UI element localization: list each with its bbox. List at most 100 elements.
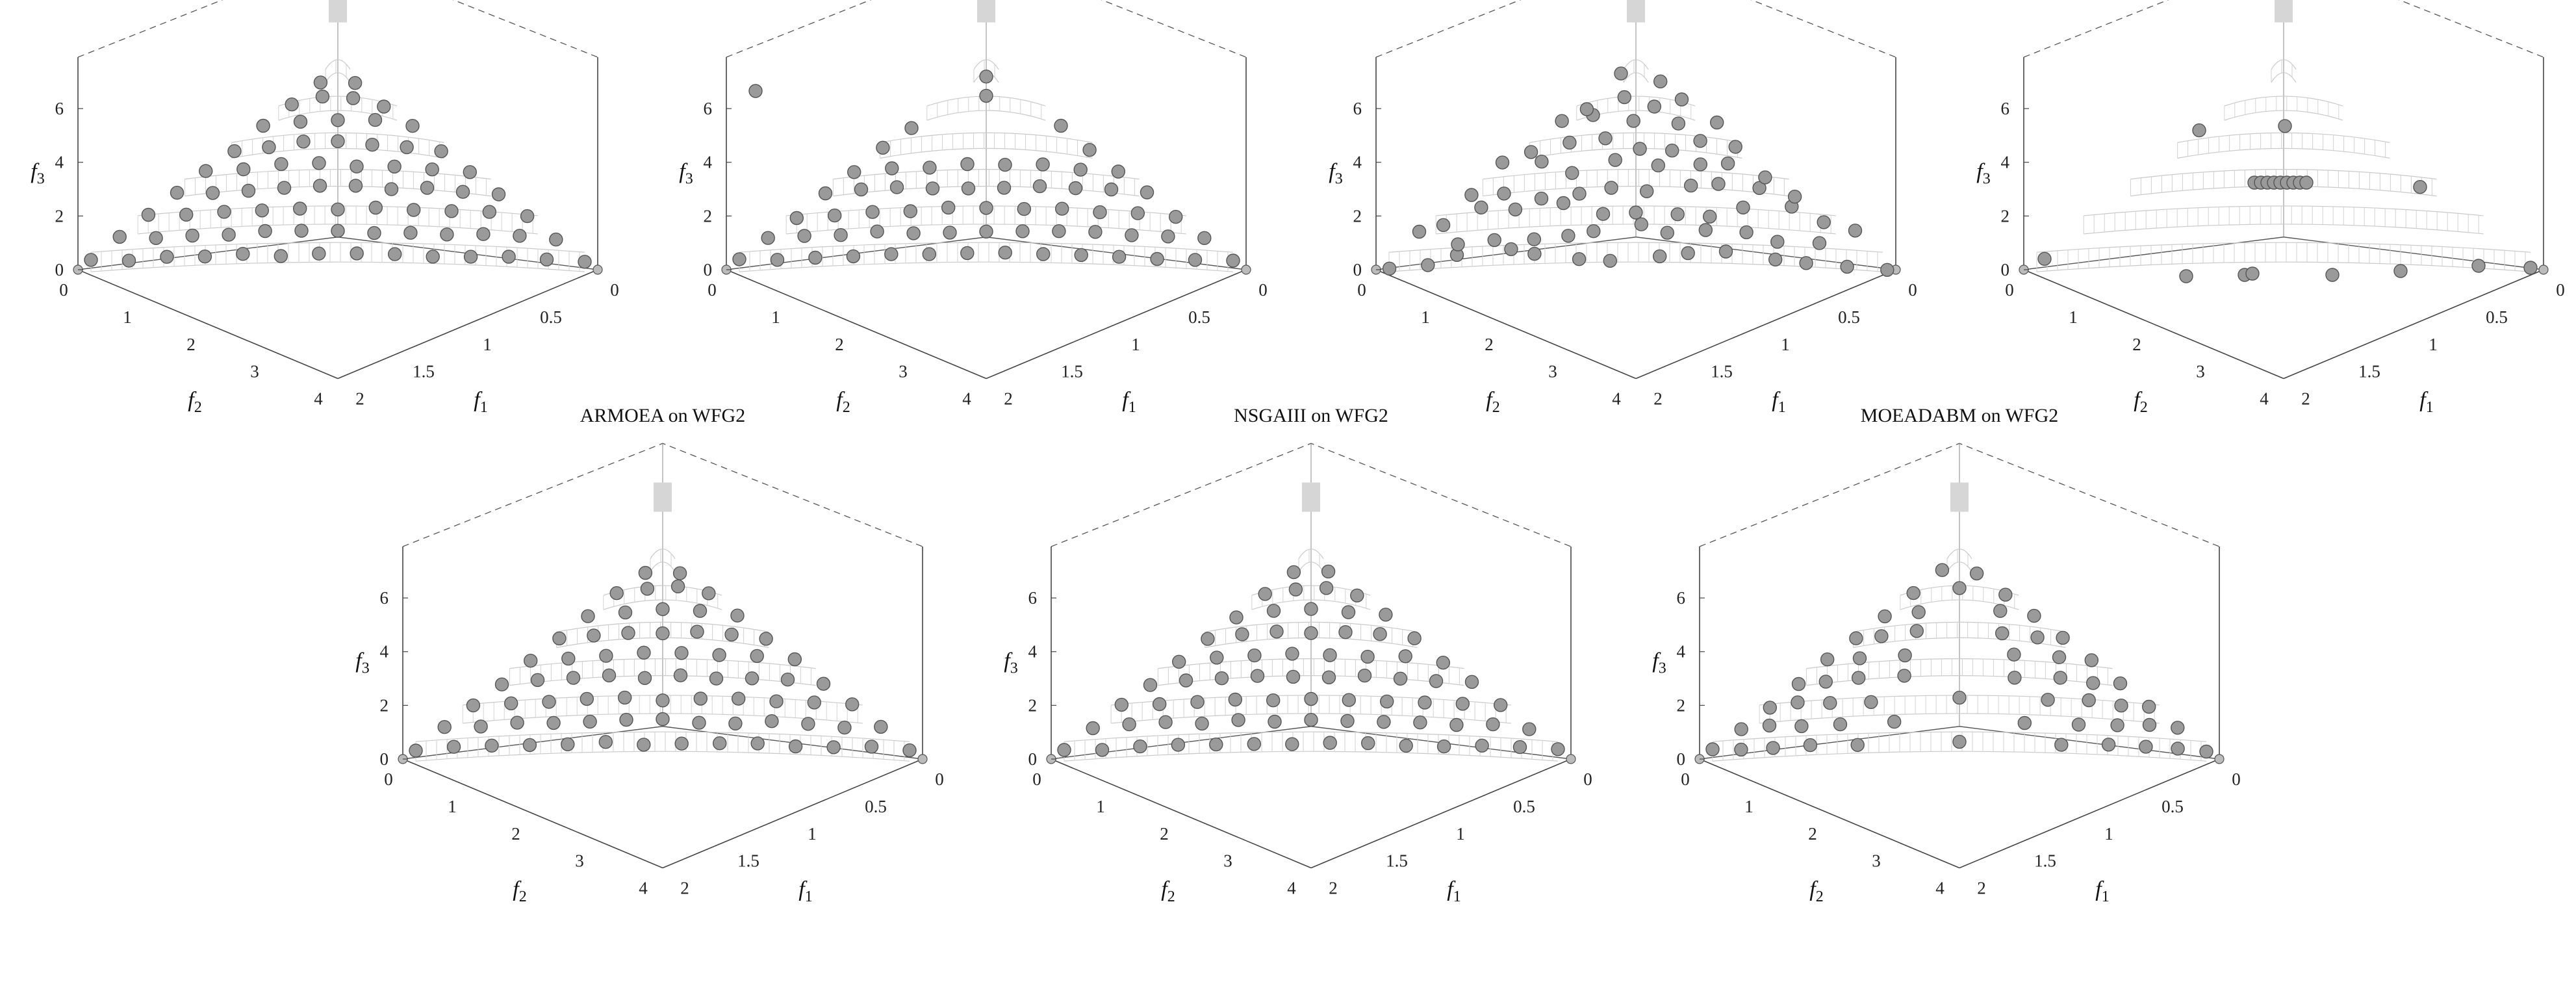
solution-point <box>2027 608 2041 623</box>
f2-tick-label: 1 <box>2069 307 2078 327</box>
z-tick-label: 0 <box>1028 749 1038 769</box>
solution-point <box>1634 217 1649 231</box>
solution-point <box>1086 721 1100 736</box>
front-contour <box>2036 261 2531 272</box>
solution-point <box>1486 717 1500 732</box>
front-contour <box>90 242 585 253</box>
solution-point <box>1171 654 1186 669</box>
solution-point <box>1398 649 1412 664</box>
f2-tick-label: 3 <box>1872 851 1881 871</box>
solution-point <box>903 204 918 218</box>
solution-point <box>1228 692 1243 707</box>
solution-point <box>1054 118 1068 133</box>
solution-point <box>350 246 364 261</box>
solution-point <box>285 97 299 112</box>
solution-point <box>350 159 364 174</box>
f2-tick-label: 1 <box>1744 797 1753 816</box>
solution-point <box>2199 744 2213 759</box>
solution-point <box>1787 189 1802 204</box>
solution-point <box>420 181 435 195</box>
f2-tick-label: 4 <box>1935 879 1945 898</box>
f2-axis-label: f2 <box>188 388 201 416</box>
front-contour <box>1483 169 1789 180</box>
f2-axis-line <box>1699 758 1960 869</box>
front-contour <box>650 561 676 573</box>
solution-point <box>789 211 804 226</box>
f2-tick-label: 0 <box>59 280 68 300</box>
solution-point <box>1647 99 1662 114</box>
f1-axis-label: f1 <box>2095 877 2109 905</box>
solution-point <box>1791 695 1805 710</box>
solution-point <box>539 252 554 266</box>
solution-point <box>1728 140 1742 154</box>
f2-tick-label: 3 <box>1548 362 1557 381</box>
solution-point <box>331 134 345 149</box>
solution-point <box>1670 207 1685 222</box>
f2-axis-label: f2 <box>513 877 526 905</box>
solution-point <box>780 672 795 687</box>
solution-point <box>1474 200 1488 214</box>
solution-point <box>690 625 704 639</box>
f1-tick-label: 0.5 <box>1513 797 1535 816</box>
f3-axis-label: f3 <box>355 649 369 677</box>
f3-axis-label: f3 <box>31 159 44 187</box>
solution-point <box>1850 738 1865 753</box>
solution-point <box>1823 695 1837 710</box>
f1-axis-line <box>1959 758 2220 869</box>
solution-point <box>141 207 156 222</box>
solution-point <box>1952 581 1967 595</box>
solution-point <box>2179 269 2193 283</box>
solution-point <box>1534 191 1549 206</box>
solution-point <box>331 224 345 238</box>
solution-point <box>315 89 330 104</box>
solution-point <box>884 247 899 261</box>
front-apex <box>2275 0 2293 23</box>
solution-point <box>1906 586 1920 600</box>
solution-point <box>874 719 888 734</box>
solution-point <box>724 627 739 642</box>
solution-point <box>1057 743 1071 757</box>
solution-point <box>801 717 815 731</box>
solution-point <box>1664 143 1679 158</box>
solution-point <box>759 632 773 646</box>
f1-tick-label: 1 <box>1456 824 1465 844</box>
front-contour <box>1712 731 2207 742</box>
solution-point <box>1758 170 1772 185</box>
f2-tick-label: 1 <box>1096 797 1105 816</box>
solution-point <box>258 224 272 239</box>
f1-tick-label: 1.5 <box>2034 851 2056 871</box>
solution-point <box>1497 187 1511 201</box>
solution-point <box>2171 742 2185 756</box>
f2-tick-label: 3 <box>575 851 584 871</box>
solution-point <box>2052 650 2067 664</box>
solution-point <box>1197 231 1212 245</box>
z-tick-label: 4 <box>1677 642 1686 662</box>
f2-tick-label: 0 <box>1032 769 1041 789</box>
solution-point <box>1210 651 1224 665</box>
solution-point <box>346 91 361 105</box>
front-contour <box>231 132 444 143</box>
solution-point <box>1373 627 1387 641</box>
solution-point <box>2037 251 2052 266</box>
solution-point <box>241 183 256 198</box>
solution-point <box>1235 627 1249 641</box>
solution-point <box>609 586 624 600</box>
solution-point <box>294 224 309 238</box>
solution-point <box>1112 250 1127 264</box>
solution-point <box>765 714 779 729</box>
solution-point <box>1393 671 1408 686</box>
solution-point <box>728 716 743 731</box>
solution-point <box>1304 626 1318 640</box>
z-tick-label: 2 <box>1677 695 1686 715</box>
solution-point <box>293 201 307 216</box>
f1-tick-label: 0 <box>1258 280 1268 300</box>
solution-point <box>2114 698 2128 713</box>
solution-point <box>222 227 236 242</box>
solution-point <box>1852 651 1867 665</box>
solution-point <box>1766 741 1780 755</box>
solution-point <box>922 247 937 261</box>
f1-tick-label: 2 <box>1653 389 1663 409</box>
corner-marker-right <box>2214 754 2225 764</box>
